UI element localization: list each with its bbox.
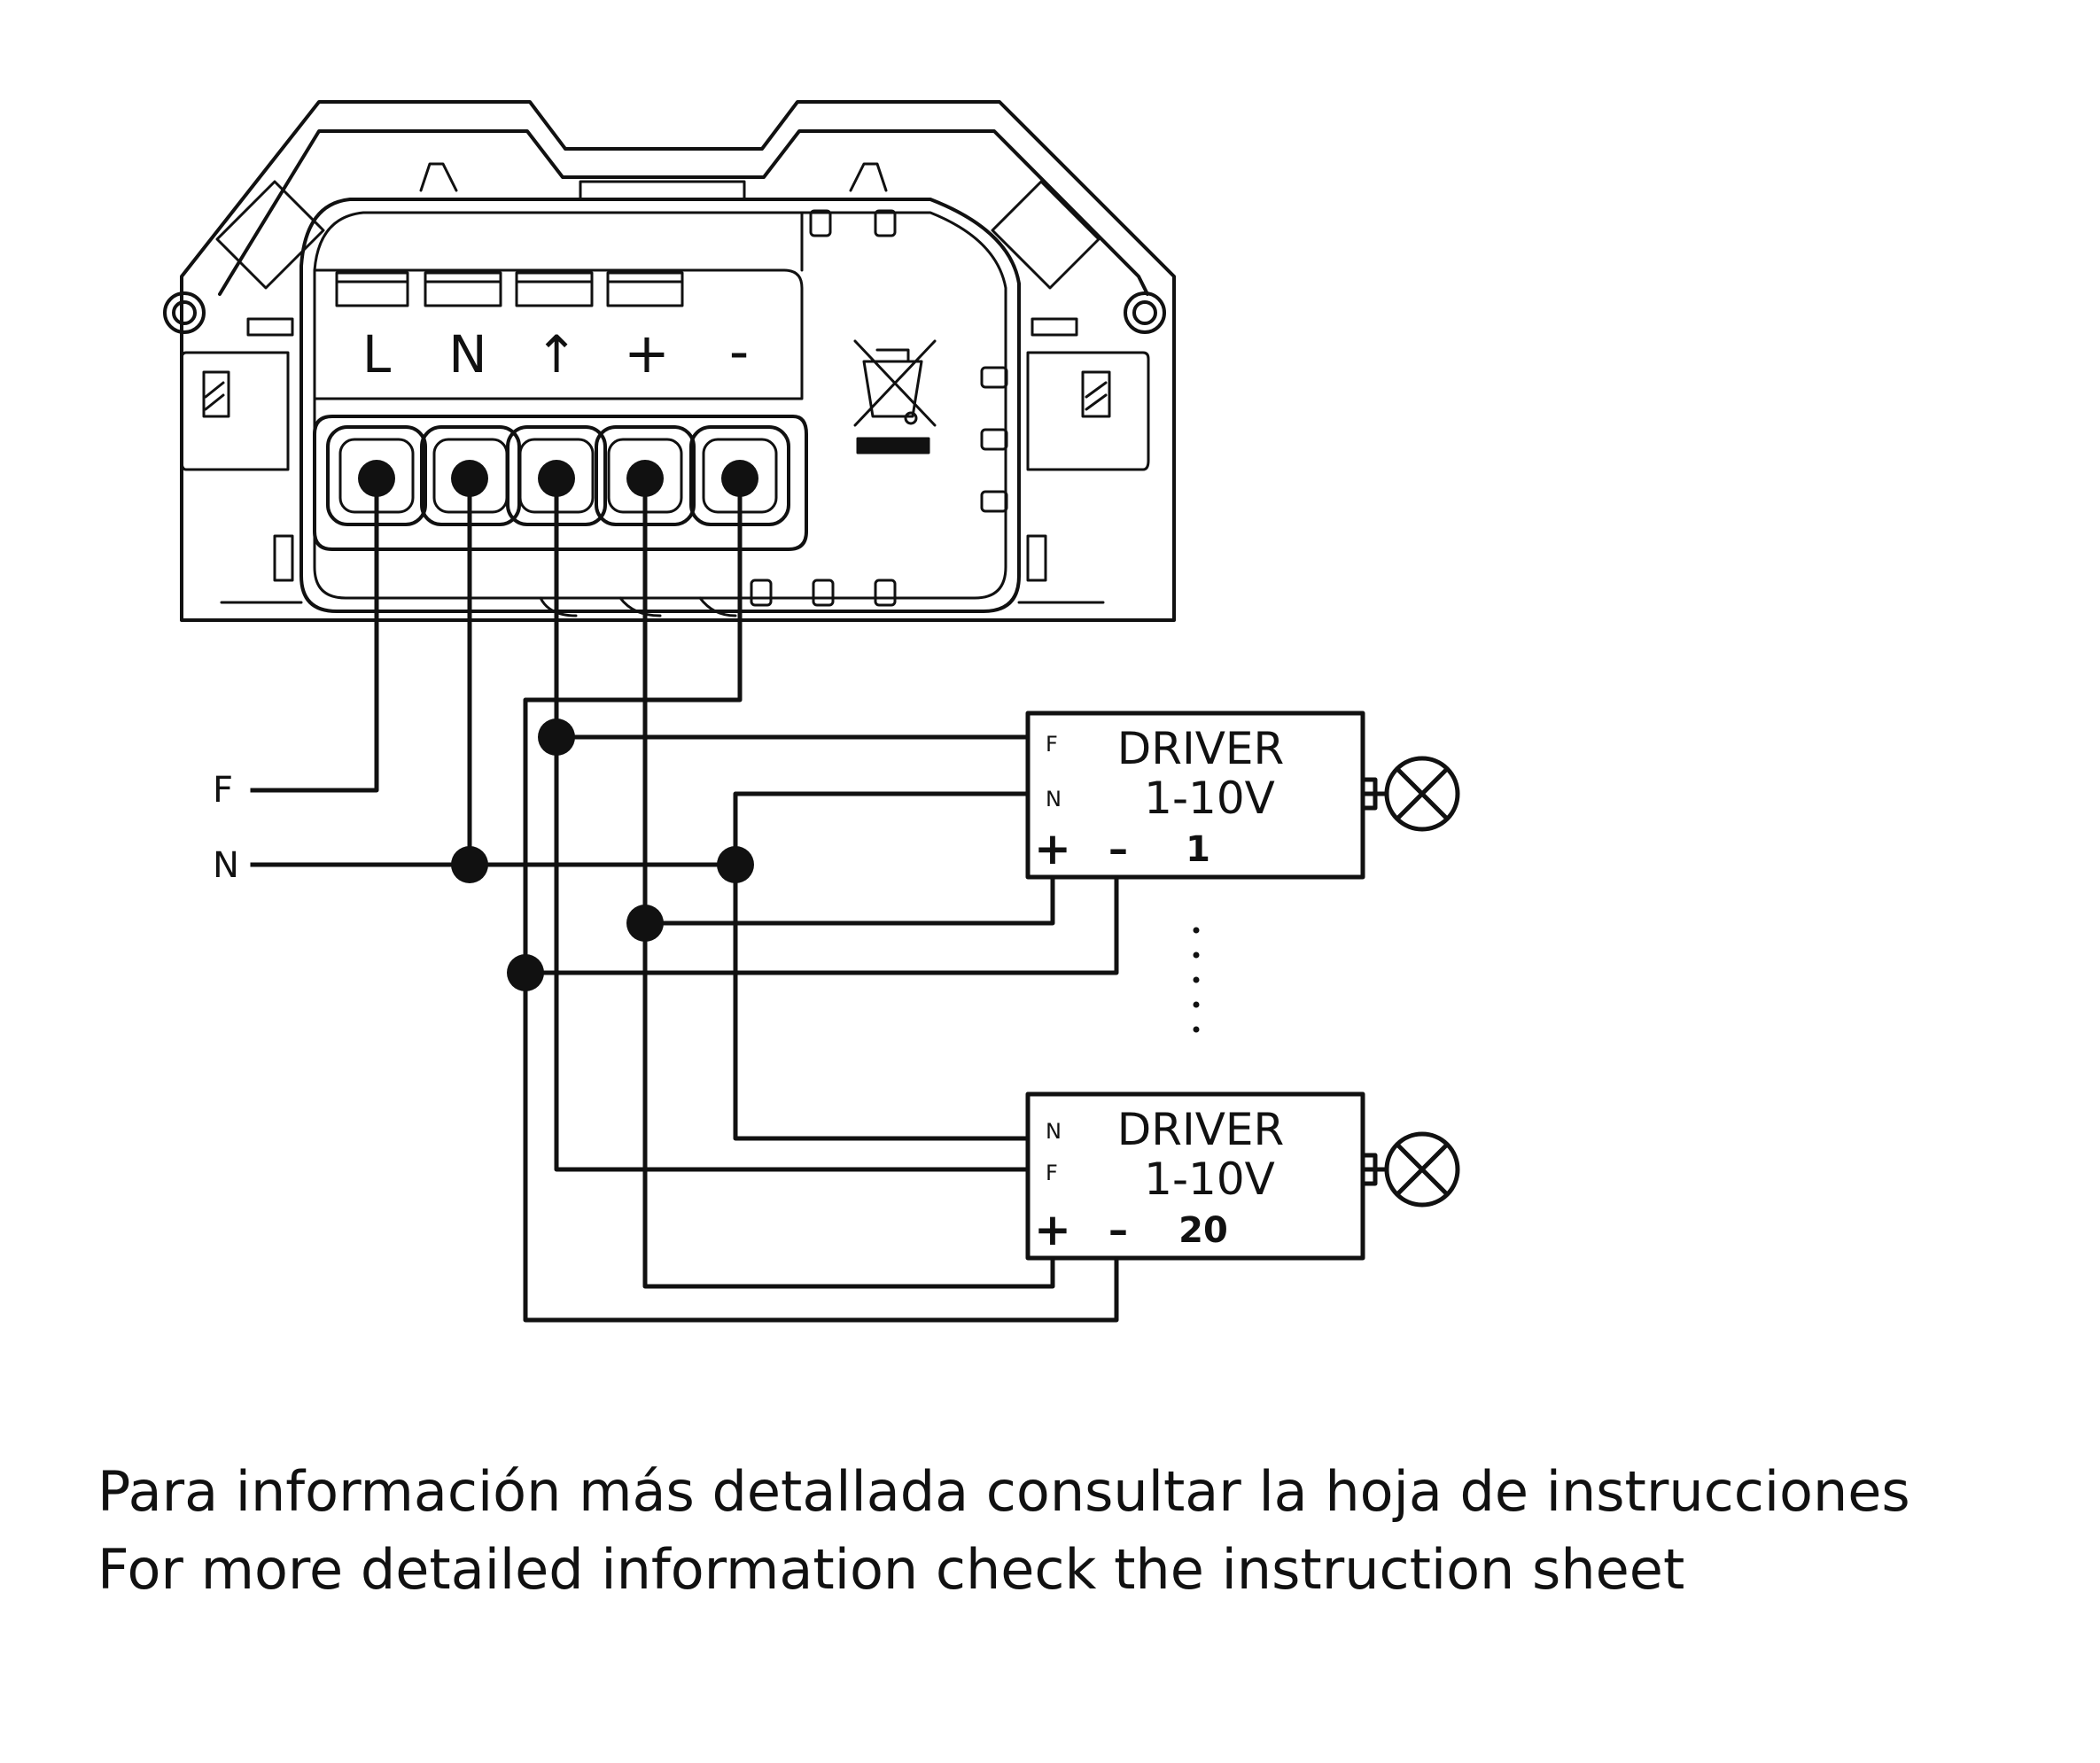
driver-number: 1 — [1186, 829, 1210, 870]
driver-pin-mid: N — [1046, 787, 1062, 812]
instructions-caption: Para información más detallada consultar… — [97, 1453, 1910, 1609]
driver-pin-top: F — [1046, 732, 1058, 757]
continuation-dots — [1193, 927, 1200, 1033]
caption-spanish: Para información más detallada consultar… — [97, 1459, 1910, 1524]
driver-1: DRIVER 1-10V F N + – 1 — [1034, 723, 1284, 874]
lamp-icon — [1360, 756, 1460, 832]
wire-phase — [250, 476, 379, 793]
terminal-labels: L N ↑ + - — [362, 319, 749, 385]
terminal-label-plus: + — [624, 321, 670, 385]
driver-title: DRIVER — [1117, 723, 1285, 774]
driver-plus: + — [1034, 823, 1071, 874]
wire-plus — [642, 476, 1055, 1289]
driver-plus: + — [1034, 1204, 1071, 1255]
wire-neutral — [250, 476, 738, 867]
driver-minus: – — [1108, 1208, 1128, 1253]
caption-english: For more detailed information check the … — [97, 1537, 1685, 1602]
driver-model: 1-10V — [1144, 1153, 1275, 1205]
input-label-neutral: N — [213, 845, 239, 886]
driver-pin-top: N — [1046, 1119, 1062, 1144]
terminal-label-control: ↑ — [535, 324, 579, 384]
wire-neutral-drivers — [733, 791, 1031, 1141]
lamp-icon — [1360, 1131, 1460, 1208]
driver-pin-mid: F — [1046, 1161, 1058, 1185]
driver-model: 1-10V — [1144, 773, 1275, 824]
terminal-body — [299, 198, 1021, 617]
driver-box-1 — [1025, 711, 1365, 880]
driver-20: DRIVER 1-10V N F + – 20 — [1034, 1104, 1284, 1255]
terminal-label-minus: - — [729, 319, 749, 384]
junction-dots — [358, 460, 758, 991]
terminal-label-N: N — [448, 324, 486, 384]
wire-minus — [523, 476, 1119, 1323]
driver-title: DRIVER — [1117, 1104, 1285, 1155]
wire-control — [554, 476, 1031, 1172]
driver-box-20 — [1025, 1091, 1365, 1261]
driver-minus: – — [1108, 827, 1128, 872]
input-label-phase: F — [213, 770, 233, 811]
weee-bin-icon — [853, 339, 937, 454]
driver-number: 20 — [1178, 1210, 1228, 1251]
terminal-label-L: L — [362, 324, 391, 384]
dimmer-module — [163, 100, 1176, 622]
